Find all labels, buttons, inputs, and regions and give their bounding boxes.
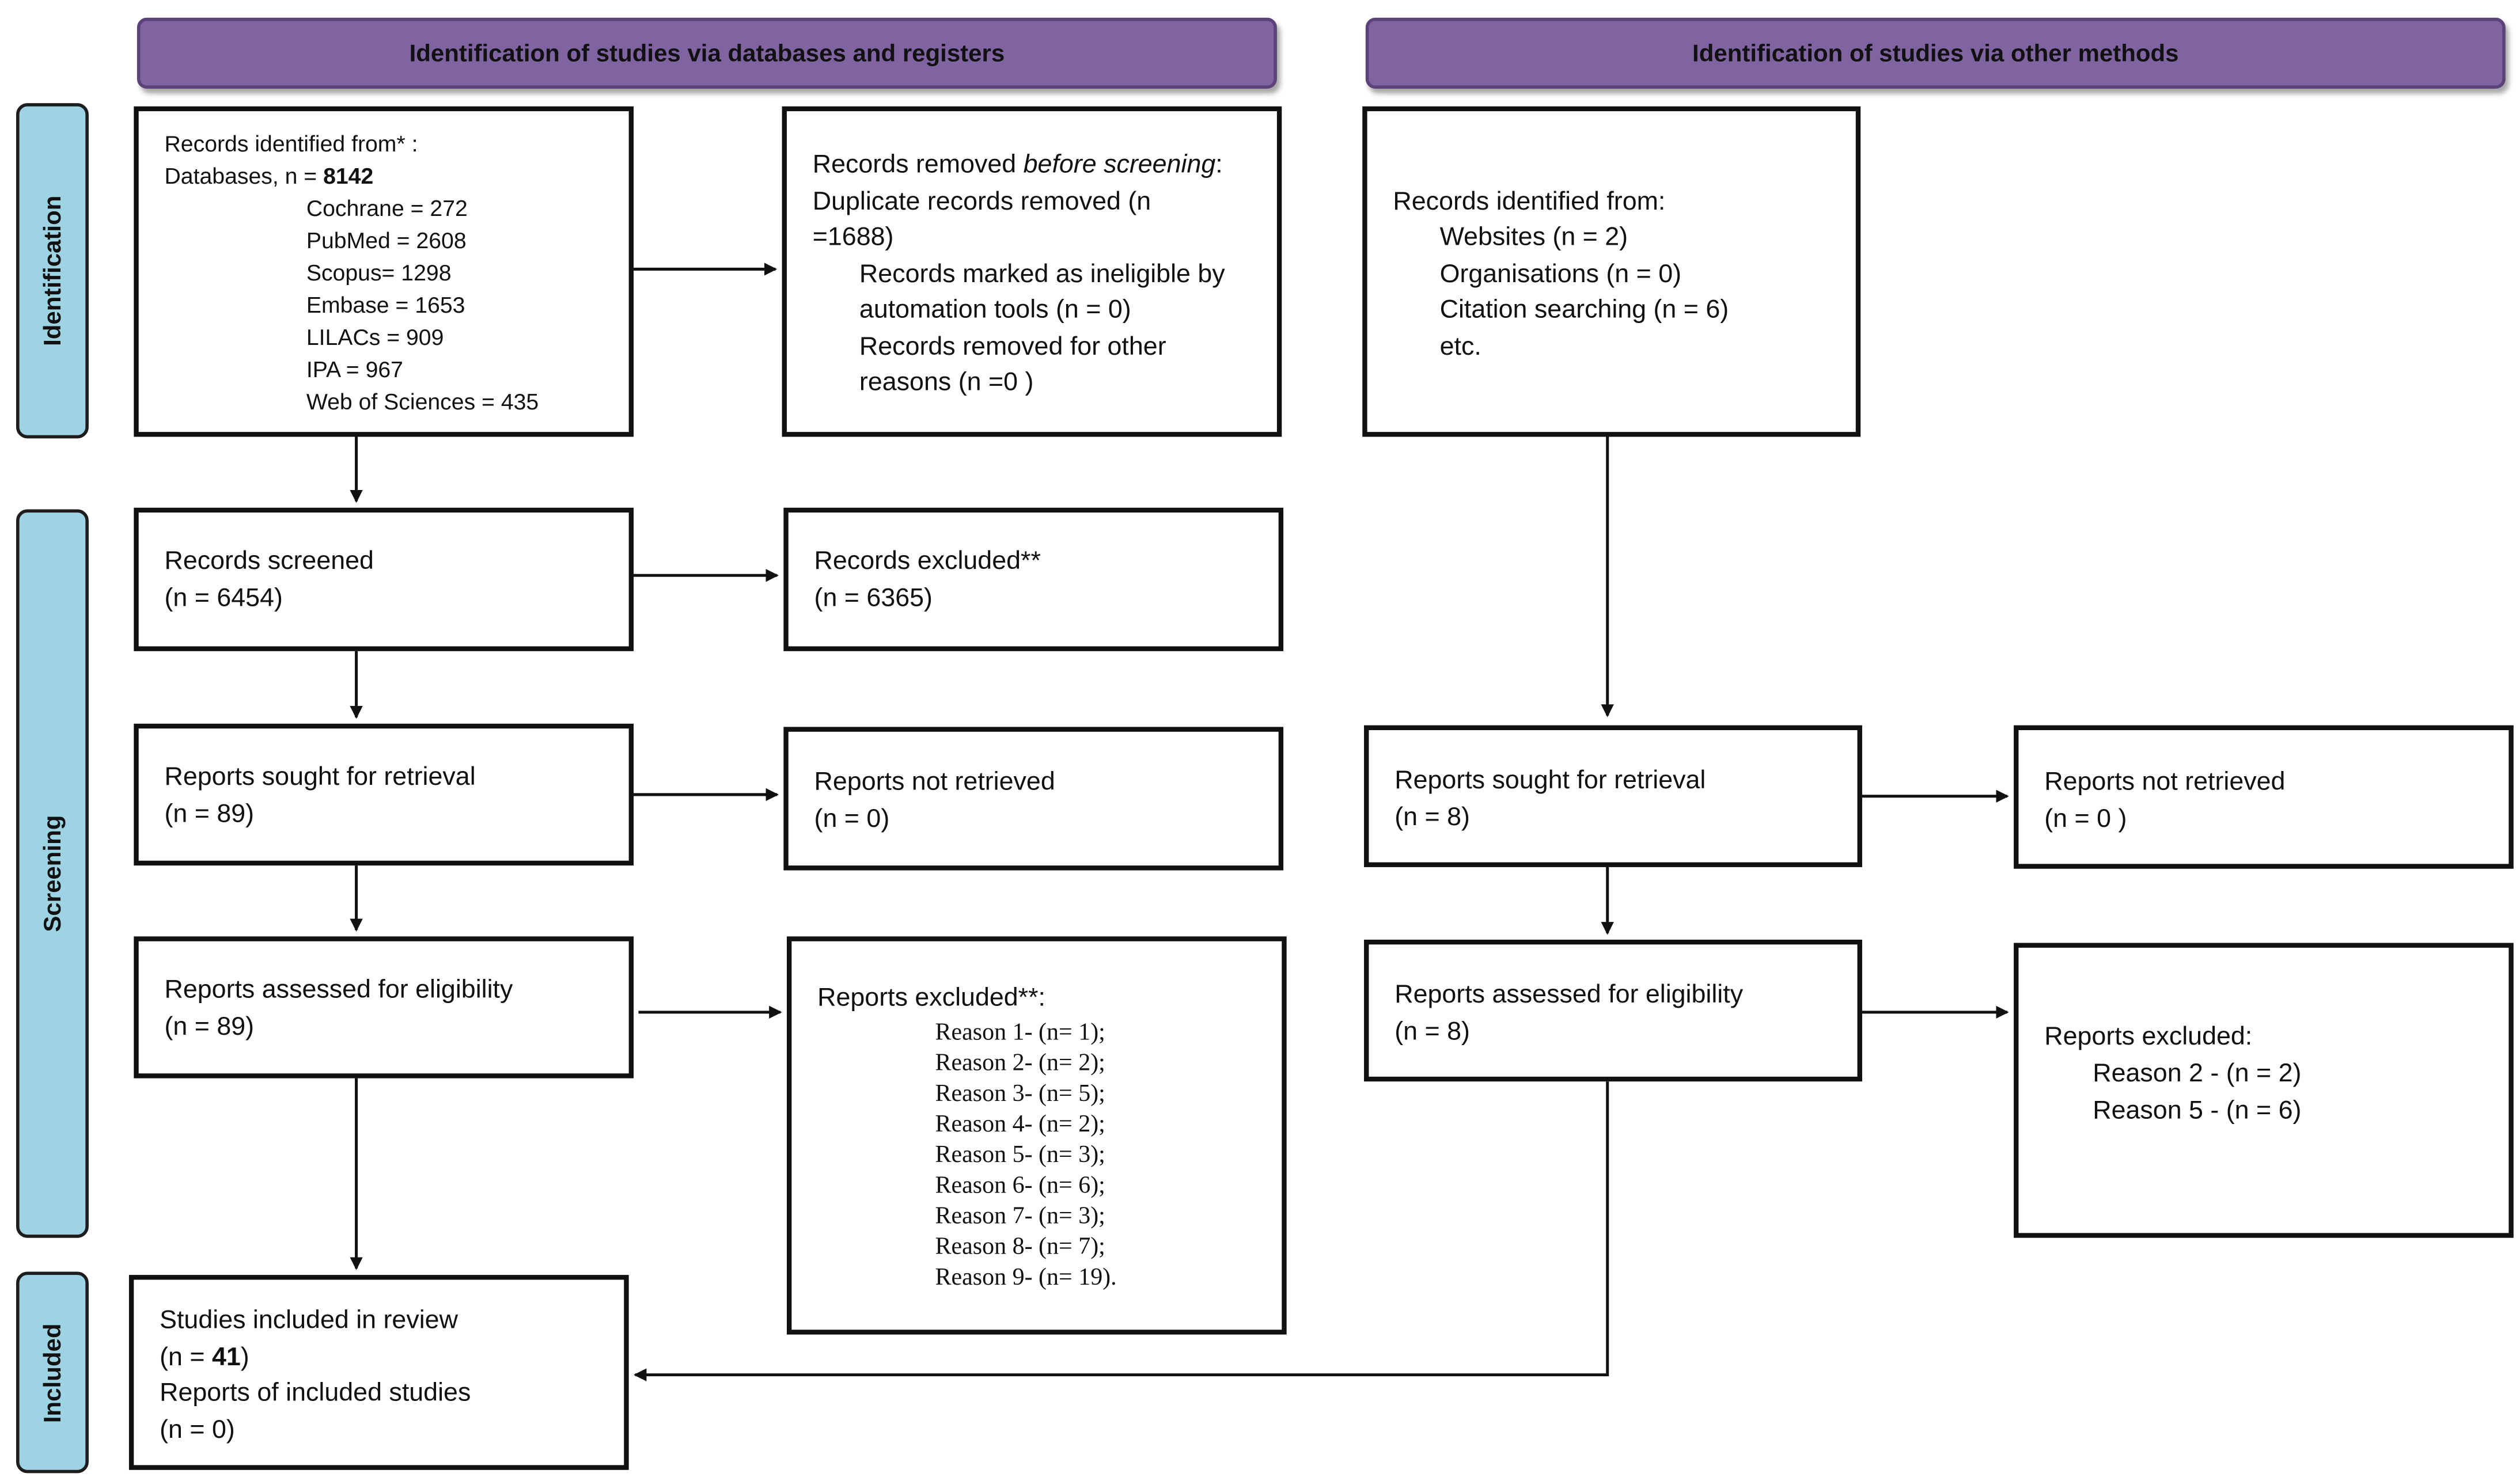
- box-reports-excluded-other: Reports excluded: Reason 2 - (n = 2) Rea…: [2014, 943, 2514, 1238]
- box-reports-assessed-other: Reports assessed for eligibility (n = 8): [1364, 939, 1862, 1082]
- reason-item: Reason 3- (n= 5);: [935, 1081, 1105, 1107]
- records-identified-label: Records identified from* :: [164, 130, 418, 157]
- other-records-title: Records identified from:: [1393, 188, 1666, 217]
- box-records-excluded: Records excluded** (n = 6365): [783, 507, 1284, 651]
- databases-count: Databases, n = 8142: [164, 162, 374, 189]
- sought-other-label: Reports sought for retrieval: [1394, 767, 1706, 795]
- box-studies-included: Studies included in review (n = 41) Repo…: [128, 1275, 629, 1470]
- box-reports-excluded-databases: Reports excluded**: Reason 1- (n= 1); Re…: [786, 936, 1287, 1335]
- reason-item: Reason 2 - (n = 2): [2093, 1060, 2302, 1088]
- duplicates-count: =1688): [812, 224, 894, 252]
- assessed-db-count: (n = 89): [164, 1013, 255, 1042]
- source-item: IPA = 967: [306, 356, 403, 382]
- included-reports-label: Reports of included studies: [160, 1380, 471, 1407]
- box-reports-not-retrieved-databases: Reports not retrieved (n = 0): [783, 727, 1284, 871]
- included-count: (n = 41): [160, 1344, 249, 1372]
- source-item: Cochrane = 272: [306, 195, 468, 221]
- other-reasons-label: Records removed for other: [859, 333, 1166, 361]
- reason-item: Reason 7- (n= 3);: [935, 1203, 1105, 1230]
- sought-other-count: (n = 8): [1394, 804, 1470, 832]
- source-item: PubMed = 2608: [306, 227, 467, 253]
- assessed-other-count: (n = 8): [1394, 1019, 1470, 1046]
- excluded-reports-db-title: Reports excluded**:: [817, 985, 1045, 1012]
- excluded-reports-other-title: Reports excluded:: [2044, 1023, 2253, 1051]
- screened-count: (n = 6454): [164, 585, 283, 613]
- reason-item: Reason 8- (n= 7);: [935, 1235, 1105, 1260]
- box-records-identified-other: Records identified from: Websites (n = 2…: [1362, 106, 1861, 437]
- arrow-other-to-included: [634, 1081, 1609, 1381]
- reason-item: Reason 4- (n= 2);: [935, 1112, 1105, 1138]
- phase-screening: Screening: [16, 509, 89, 1238]
- assessed-other-label: Reports assessed for eligibility: [1394, 981, 1744, 1009]
- box-reports-not-retrieved-other: Reports not retrieved (n = 0 ): [2014, 725, 2514, 869]
- duplicates-removed: Duplicate records removed (n: [812, 188, 1151, 217]
- other-source-item: Organisations (n = 0): [1439, 261, 1682, 289]
- phase-included: Included: [16, 1271, 89, 1474]
- reason-item: Reason 5 - (n = 6): [2093, 1098, 2302, 1125]
- not-retrieved-other-label: Reports not retrieved: [2044, 769, 2286, 796]
- other-source-item: Websites (n = 2): [1439, 224, 1628, 252]
- reason-item: Reason 9- (n= 19).: [935, 1265, 1117, 1292]
- header-other-methods: Identification of studies via other meth…: [1365, 17, 2506, 89]
- source-item: Scopus= 1298: [306, 259, 452, 286]
- reason-item: Reason 5- (n= 3);: [935, 1142, 1105, 1169]
- other-source-item: Citation searching (n = 6): [1439, 297, 1729, 324]
- not-retrieved-db-count: (n = 0): [814, 806, 890, 834]
- ineligible-count: automation tools (n = 0): [859, 297, 1131, 324]
- other-source-item: etc.: [1439, 333, 1481, 361]
- source-item: Web of Sciences = 435: [306, 388, 539, 415]
- box-records-screened: Records screened (n = 6454): [134, 507, 634, 651]
- box-reports-sought-databases: Reports sought for retrieval (n = 89): [134, 723, 634, 866]
- included-reports-count: (n = 0): [160, 1417, 235, 1444]
- box-records-identified-databases: Records identified from* : Databases, n …: [134, 106, 634, 437]
- reason-item: Reason 1- (n= 1);: [935, 1020, 1105, 1046]
- source-item: LILACs = 909: [306, 324, 444, 350]
- box-reports-assessed-databases: Reports assessed for eligibility (n = 89…: [134, 936, 634, 1079]
- sought-db-count: (n = 89): [164, 801, 255, 829]
- phase-identification: Identification: [16, 103, 89, 439]
- sought-db-label: Reports sought for retrieval: [164, 764, 476, 792]
- header-databases: Identification of studies via databases …: [137, 17, 1277, 89]
- box-reports-sought-other: Reports sought for retrieval (n = 8): [1364, 725, 1862, 867]
- box-records-removed: Records removed before screening: Duplic…: [782, 106, 1282, 437]
- screened-label: Records screened: [164, 548, 374, 576]
- other-reasons-count: reasons (n =0 ): [859, 369, 1034, 397]
- records-removed-title: Records removed before screening:: [812, 151, 1223, 179]
- source-item: Embase = 1653: [306, 291, 465, 318]
- ineligible-label: Records marked as ineligible by: [859, 261, 1225, 289]
- not-retrieved-db-label: Reports not retrieved: [814, 769, 1055, 796]
- assessed-db-label: Reports assessed for eligibility: [164, 977, 513, 1004]
- not-retrieved-other-count: (n = 0 ): [2044, 806, 2127, 834]
- included-label: Studies included in review: [160, 1307, 458, 1335]
- excluded-records-count: (n = 6365): [814, 585, 933, 613]
- excluded-records-label: Records excluded**: [814, 548, 1041, 576]
- reason-item: Reason 6- (n= 6);: [935, 1173, 1105, 1199]
- reason-item: Reason 2- (n= 2);: [935, 1051, 1105, 1077]
